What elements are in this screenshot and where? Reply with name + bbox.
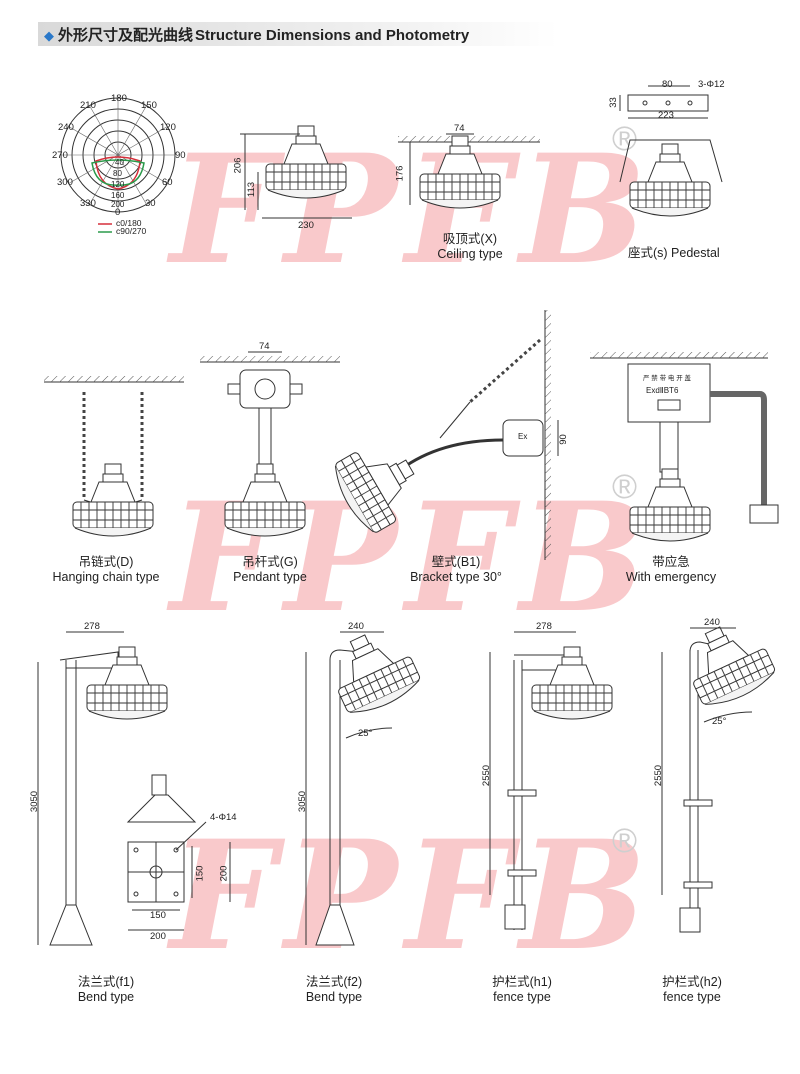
lamp-ceiling xyxy=(419,135,501,209)
polar-radial-120: 120 xyxy=(111,180,125,189)
polar-angle-210: 210 xyxy=(80,100,96,111)
caption-pedestal: 座式(s) Pedestal xyxy=(628,246,720,261)
dim-front-113: 113 xyxy=(246,181,258,198)
polar-angle-300: 300 xyxy=(57,177,73,188)
emergency-plate-warning: 严 禁 带 电 开 盖 xyxy=(643,375,692,382)
polar-radial-40: 40 xyxy=(115,158,124,167)
caption-chain: 吊链式(D) Hanging chain type xyxy=(50,555,162,585)
dim-flange-150v: 150 xyxy=(194,865,206,882)
dim-bracket-90: 90 xyxy=(557,434,569,445)
watermark-3: FPFB xyxy=(170,808,655,984)
caption-ceiling: 吸顶式(X) Ceiling type xyxy=(430,232,510,262)
caption-emergency: 带应急 With emergency xyxy=(625,555,717,585)
dim-f1-3050: 3050 xyxy=(29,790,41,813)
caption-f1-cn: 法兰式(f1) xyxy=(77,975,135,989)
caption-bracket: 壁式(B1) Bracket type 30° xyxy=(404,555,508,585)
caption-f1: 法兰式(f1) Bend type xyxy=(66,975,146,1005)
lamp-emergency xyxy=(629,468,711,542)
caption-h1: 护栏式(h1) fence type xyxy=(480,975,564,1005)
caption-f2: 法兰式(f2) Bend type xyxy=(294,975,374,1005)
caption-f2-cn: 法兰式(f2) xyxy=(305,975,363,989)
dim-front-206: 206 xyxy=(232,157,244,174)
legend-c90-270: c90/270 xyxy=(116,226,147,236)
caption-bracket-en: Bracket type 30° xyxy=(410,570,502,584)
polar-angle-120: 120 xyxy=(160,122,176,133)
dim-pendant-74: 74 xyxy=(259,341,270,352)
lamp-f1 xyxy=(86,646,168,720)
dim-h1-2550: 2550 xyxy=(481,764,493,787)
dim-h2-angle: 25° xyxy=(712,716,727,727)
caption-pendant-cn: 吊杆式(G) xyxy=(242,555,298,569)
registered-mark-3: ® xyxy=(612,822,638,860)
lamp-pendant xyxy=(224,463,306,537)
polar-radial-160: 160 xyxy=(111,191,125,200)
polar-radial-200: 200 xyxy=(111,200,125,209)
dim-h2-2550: 2550 xyxy=(653,764,665,787)
legend-c0-180: c0/180 xyxy=(116,218,142,228)
polar-diagram xyxy=(60,97,176,213)
registered-mark-1: ® xyxy=(612,120,638,158)
caption-emergency-cn: 带应急 xyxy=(652,555,690,569)
lamp-front xyxy=(265,125,347,199)
caption-pendant-en: Pendant type xyxy=(233,570,307,584)
dim-pedestal-holes: 3-Φ12 xyxy=(698,79,725,90)
polar-angle-240: 240 xyxy=(58,122,74,133)
lamp-pedestal xyxy=(629,143,711,217)
lamp-h1 xyxy=(531,646,613,720)
caption-ceiling-cn: 吸顶式(X) xyxy=(442,232,498,246)
registered-mark-2: ® xyxy=(612,468,638,506)
caption-h1-cn: 护栏式(h1) xyxy=(492,975,552,989)
caption-f2-en: Bend type xyxy=(305,990,363,1004)
dim-flange-200v: 200 xyxy=(218,865,230,882)
dim-f2-angle: 25° xyxy=(358,728,373,739)
dim-flange-150h: 150 xyxy=(150,910,166,921)
dim-pedestal-33: 33 xyxy=(607,97,619,108)
dim-f1-278: 278 xyxy=(84,621,100,632)
dim-pedestal-80: 80 xyxy=(662,79,673,90)
dim-front-230: 230 xyxy=(298,220,314,231)
caption-h2: 护栏式(h2) fence type xyxy=(650,975,734,1005)
caption-emergency-en: With emergency xyxy=(625,570,717,584)
caption-h1-en: fence type xyxy=(493,990,551,1004)
caption-h2-en: fence type xyxy=(663,990,721,1004)
dim-h2-240: 240 xyxy=(704,617,720,628)
dim-f2-3050: 3050 xyxy=(297,790,309,813)
emergency-ex-label-bracket: Ex xyxy=(518,432,528,441)
polar-angle-90: 90 xyxy=(175,150,186,161)
lamp-f2 xyxy=(320,620,425,721)
dim-flange-holes: 4-Φ14 xyxy=(210,812,237,823)
lamp-bracket xyxy=(326,431,431,539)
polar-angle-60: 60 xyxy=(162,177,173,188)
polar-radial-80: 80 xyxy=(113,169,122,178)
dim-flange-200h: 200 xyxy=(150,931,166,942)
polar-angle-270: 270 xyxy=(52,150,68,161)
polar-angle-30: 30 xyxy=(145,198,156,209)
caption-h2-cn: 护栏式(h2) xyxy=(662,975,722,989)
header-bar xyxy=(38,22,558,46)
dim-pedestal-223: 223 xyxy=(658,110,674,121)
header-title-en: Structure Dimensions and Photometry xyxy=(195,27,470,44)
caption-f1-en: Bend type xyxy=(77,990,135,1004)
dim-h1-278: 278 xyxy=(536,621,552,632)
caption-bracket-cn: 壁式(B1) xyxy=(431,555,481,569)
caption-ceiling-en: Ceiling type xyxy=(437,247,503,261)
polar-angle-0: 0 xyxy=(115,207,121,218)
dim-ceiling-74: 74 xyxy=(454,123,465,134)
caption-pedestal-text: 座式(s) Pedestal xyxy=(628,246,720,260)
caption-chain-en: Hanging chain type xyxy=(52,570,160,584)
polar-angle-180: 180 xyxy=(111,93,127,104)
diamond-icon: ◆ xyxy=(44,28,54,43)
emergency-plate-code: ExdⅡBT6 xyxy=(646,386,679,395)
caption-pendant: 吊杆式(G) Pendant type xyxy=(230,555,310,585)
dim-ceiling-176: 176 xyxy=(394,165,406,182)
watermark-1: FPFB xyxy=(170,122,655,298)
polar-angle-330: 330 xyxy=(80,198,96,209)
dim-f2-240: 240 xyxy=(348,621,364,632)
caption-chain-cn: 吊链式(D) xyxy=(78,555,134,569)
header-title-cn: 外形尺寸及配光曲线 xyxy=(58,27,194,44)
polar-angle-150: 150 xyxy=(141,100,157,111)
